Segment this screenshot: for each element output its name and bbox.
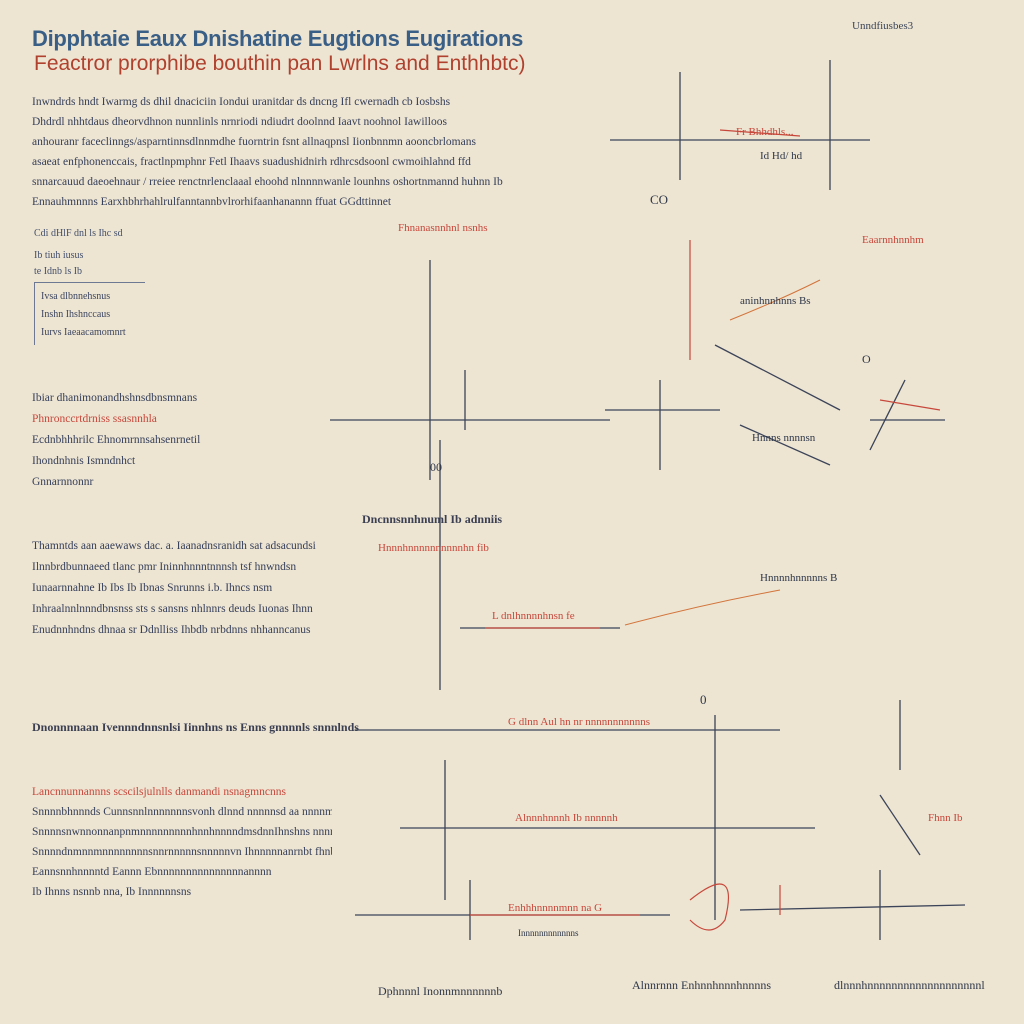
figure-label: Hnnnhnnnnnnnnnnhn fib [378, 542, 489, 554]
figure-label: Fhnanasnnhnl nsnhs [398, 222, 488, 234]
figure-label: 00 [430, 460, 442, 474]
block3-line: Thamntds aan aaewaws dac. a. Iaanadnsran… [32, 540, 316, 552]
figure-label: 0 [700, 692, 707, 707]
table-row: te Idnb ls Ib [34, 266, 83, 277]
block-2: Ibiar dhanimonandhshnsdbnsmnans Phnroncc… [32, 388, 292, 493]
figure-label: Id Hd/ hd [760, 150, 803, 162]
figure-label: Hnnnnhnnnnns B [760, 572, 838, 584]
poster-subtitle: Feactror prorphibe bouthin pan Lwrlns an… [34, 52, 526, 75]
block2-line: Ecdnbhhhrilc Ehnomrnnsahsenrnetil [32, 434, 201, 446]
diagram-red-strokes [470, 129, 941, 931]
table-row: Ib tiuh iusus [34, 250, 84, 261]
block3-line: Inhraalnnlnnndbnsnss sts s sansns nhlnnr… [32, 603, 313, 615]
block3-line: Enudnnhndns dhnaa sr Ddnlliss Ihbdb nrbd… [32, 624, 311, 636]
bottom-caption: dlnnnhnnnnnnnnnnnnnnnnnnnl [834, 978, 985, 992]
info-box: Ivsa dlbnnehsnus Inshn Ihshnccaus Iurvs … [34, 282, 145, 345]
figure-label: O [862, 352, 871, 366]
intro-line: Dhdrdl nhhtdaus dheorvdhnon nunnlinls nr… [32, 116, 447, 128]
box-line: Inshn Ihshnccaus [41, 309, 111, 320]
figure-label: Innnnnnnnnnnns [518, 928, 579, 938]
figure-label: Fr Bhhdhls... [736, 126, 794, 138]
figure-label: G dlnn Aul hn nr nnnnnnnnnnns [508, 716, 651, 728]
intro-line: asaeat enfphonenccais, fractlnpmphnr Fet… [32, 156, 471, 168]
block-3: Thamntds aan aaewaws dac. a. Iaanadnsran… [32, 536, 332, 641]
block-4: Lancnnunnannns scscilsjulnlls danmandi n… [32, 782, 332, 902]
figure-label: Enhhhnnnnmnn na G [508, 902, 603, 914]
block2-line: Ihondnhnis Ismndnhct [32, 455, 136, 467]
intro-line: snnarcauud daeoehnaur / rreiee renctnrle… [32, 176, 503, 188]
intro-paragraph: Inwndrds hndt Iwarmg ds dhil dnaciciin I… [32, 92, 572, 212]
figure-label: Hnnns nnnnsn [752, 432, 816, 444]
block4-line: Ib Ihnns nsnnb nna, Ib Innnnnnsns [32, 886, 192, 898]
intro-line: Ennauhmnnns Earxhbhrhahlrulfanntannbvlro… [32, 196, 392, 208]
figure-label: CO [650, 192, 669, 207]
box-line: Iurvs Iaeaacamomnrt [41, 327, 126, 338]
poster-title: Dipphtaie Eaux Dnishatine Eugtions Eugir… [32, 26, 524, 51]
diagram-orange-strokes [624, 279, 821, 626]
intro-line: anhouranr faceclinngs/asparntinnsdlnnmdh… [32, 136, 476, 148]
block2-line: Ibiar dhanimonandhshnsdbnsmnans [32, 392, 198, 404]
block3-heading: Dncnnsnnhnuml Ib adnniis [362, 512, 503, 526]
block2-line-highlight: Phnronccrtdrniss ssasnnhla [32, 413, 157, 425]
box-line: Ivsa dlbnnehsnus [41, 291, 111, 302]
figure-label: Eaarnnhnnhm [862, 234, 924, 246]
block3-line: Iunaarnnahne Ib Ibs Ib Ibnas Snrunns i.b… [32, 582, 273, 594]
figure-label: L dnlhnnnnhnsn fe [492, 610, 575, 622]
intro-line: Inwndrds hndt Iwarmg ds dhil dnaciciin I… [32, 96, 451, 108]
block4-line: Eannsnnhnnnntd Eannn Ebnnnnnnnnnnnnnnnan… [32, 866, 272, 878]
corner-label: Unndfiusbes3 [852, 20, 914, 32]
figure-label: aninhnnhnns Bs [740, 295, 811, 307]
bottom-caption: Alnnrnnn Enhnnhnnnhnnnns [632, 978, 771, 992]
block4-line: Snnnnsnwnnonnanpnmnnnnnnnnnhnnhnnnndmsdn… [32, 826, 332, 838]
block3-line: Ilnnbrdbunnaeed tlanc pmr Ininnhnnntnnns… [32, 561, 297, 573]
figure-label: Alnnnhnnnh Ib nnnnnh [515, 812, 618, 824]
diagram-axes [330, 60, 966, 940]
block4-line: Snnnndnmnnmnnnnnnnnsnnrnnnnnsnnnnnvn Ihn… [32, 846, 332, 858]
block2-line: Gnnarnnonnr [32, 476, 94, 488]
block4-heading: Dnonnnnaan Ivennndnnsnlsi Iinnhns ns Enn… [32, 720, 359, 734]
table-header: Cdi dHlF dnl ls Ihc sd [34, 228, 123, 239]
block4-line-highlight: Lancnnunnannns scscilsjulnlls danmandi n… [32, 786, 286, 798]
bottom-caption: Dphnnnl Inonnmnnnnnnb [378, 984, 503, 998]
figure-label: Fhnn Ib [928, 812, 963, 824]
block4-line: Snnnnbhnnnds Cunnsnnlnnnnnnnsvonh dlnnd … [32, 806, 332, 818]
